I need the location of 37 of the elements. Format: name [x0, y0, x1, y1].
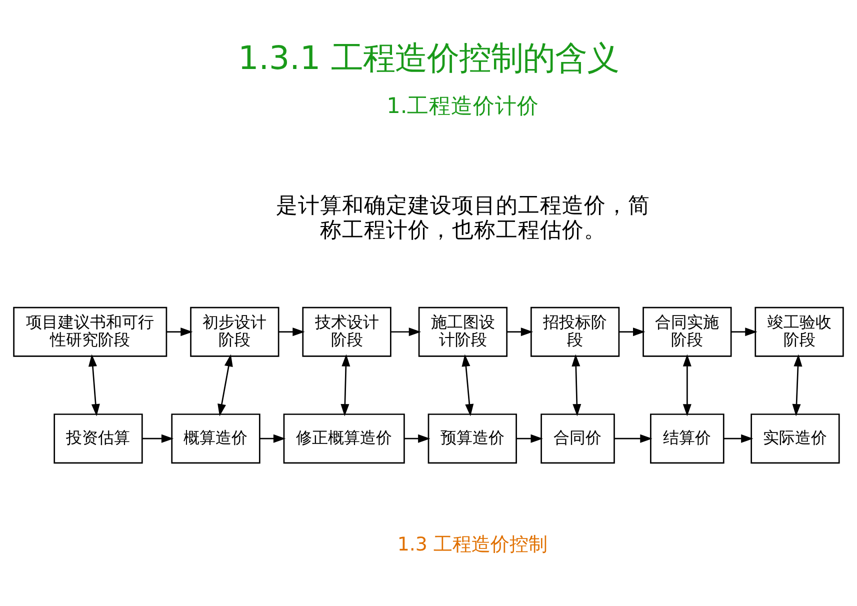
- arrow: [278, 327, 305, 336]
- label: 1.工程造价计价: [386, 93, 540, 118]
- node-box: 竣工验收阶段: [754, 306, 844, 356]
- label: 1.3 工程造价控制: [397, 532, 548, 555]
- node-box: 项目建议书和可行性研究阶段: [13, 306, 168, 356]
- arrow: [516, 434, 543, 442]
- arrow: [88, 354, 100, 416]
- node-box: 投资估算: [54, 413, 143, 464]
- arrow: [340, 354, 350, 416]
- node-box: 施工图设计阶段: [418, 306, 508, 356]
- node-box: 招投标阶段: [530, 306, 620, 356]
- node-box: 预算造价: [428, 413, 517, 464]
- arrow: [619, 327, 646, 336]
- diagram-title: 1.3.1 工程造价控制的含义: [238, 38, 619, 76]
- node-box: 修正概算造价: [283, 413, 405, 464]
- arrow: [724, 434, 754, 442]
- arrow: [390, 327, 422, 336]
- arrow: [142, 434, 174, 442]
- arrow: [260, 434, 286, 442]
- arrow: [792, 354, 802, 416]
- node-box: 技术设计阶段: [302, 306, 392, 356]
- arrow: [572, 354, 582, 416]
- node-box: 概算造价: [171, 413, 260, 464]
- label: 是计算和确定建设项目的工程造价，简称工程计价，也称工程估价。: [276, 193, 650, 243]
- arrow: [731, 327, 758, 336]
- node-box: 结算价: [650, 413, 724, 464]
- arrow: [218, 354, 233, 416]
- arrow: [507, 327, 534, 336]
- arrow: [682, 354, 692, 416]
- node-box: 合同价: [540, 413, 615, 464]
- arrow: [166, 327, 193, 336]
- node-box: 初步设计阶段: [190, 306, 280, 356]
- node-box: 实际造价: [750, 413, 840, 464]
- arrow: [404, 434, 430, 442]
- node-box: 合同实施阶段: [642, 306, 732, 356]
- arrow: [462, 354, 474, 416]
- arrow: [614, 434, 652, 442]
